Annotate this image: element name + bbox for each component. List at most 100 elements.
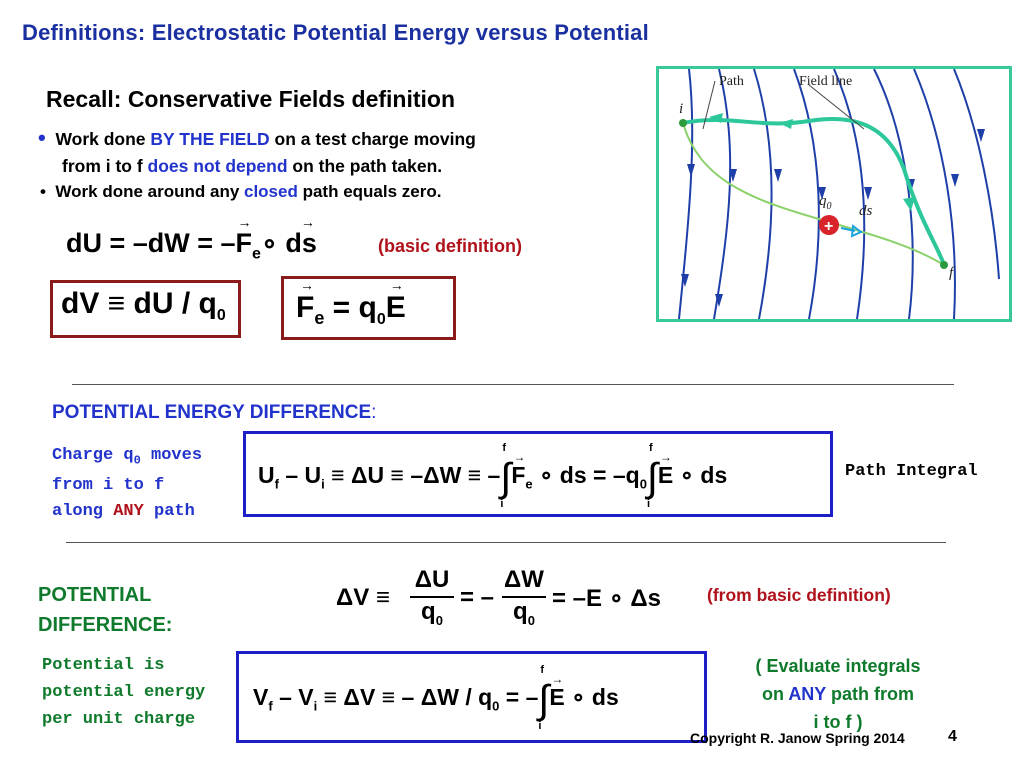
- path-label-leader: [702, 80, 716, 130]
- fraction-bar: [502, 596, 546, 598]
- charge-plus: +: [824, 218, 833, 235]
- path-label: Path: [719, 74, 744, 89]
- ped-minus: – U: [278, 462, 322, 488]
- f-label: f: [949, 265, 955, 281]
- vector-arrow-icon: →: [659, 450, 672, 464]
- recall-heading: Recall: Conservative Fields definition: [46, 86, 455, 112]
- divider: [66, 542, 946, 543]
- equation-du-dw: dU = –dW = –→Fe→ ∘ ds: [66, 214, 317, 263]
- pd-den-sub: 0: [435, 612, 443, 628]
- path-arrow-icon: [779, 119, 793, 129]
- charge-description: Charge q0 moves from i to f along ANY pa…: [52, 443, 202, 525]
- pot-E: E: [549, 684, 565, 710]
- pot-sub-i: i: [313, 698, 318, 714]
- ped-sub-f: f: [274, 476, 279, 492]
- pd-frac2: ΔW q0: [502, 566, 546, 628]
- ped-mid: ≡ ΔU ≡ –ΔW ≡ –: [324, 462, 501, 488]
- vector-arrow-icon: →: [551, 672, 564, 686]
- box2-E: E: [385, 291, 406, 324]
- evaluate-line2-post: path from: [826, 684, 914, 704]
- ped-U: U: [258, 462, 275, 488]
- fieldline-label: Field line: [799, 74, 852, 89]
- pd-dV: ΔV ≡: [336, 584, 390, 611]
- bullet1-by-the-field: BY THE FIELD: [150, 129, 270, 149]
- potential-line2: potential energy: [42, 683, 206, 702]
- q-letter: q: [819, 193, 827, 209]
- evaluate-line1: ( Evaluate integrals: [755, 656, 921, 676]
- path-integral-label: Path Integral: [845, 462, 978, 481]
- path-arrow-icon: [903, 197, 915, 211]
- potential-description: Potential is potential energy per unit c…: [42, 652, 205, 733]
- endpoint-i: [679, 119, 687, 127]
- box2-F: F: [296, 291, 315, 324]
- vector-arrow-icon: →: [237, 214, 252, 230]
- pd-num1: ΔU: [414, 566, 450, 593]
- fieldline-label-leader: [808, 84, 865, 130]
- charge-line3-pre: along: [52, 502, 114, 522]
- page-number: 4: [948, 728, 957, 745]
- pd-den2: q: [513, 598, 528, 625]
- pd-den-sub: 0: [527, 612, 535, 628]
- bullet1-does-not-depend: does not depend: [147, 156, 288, 176]
- charge-line3-post: path: [143, 502, 195, 522]
- bullet-work-done-field: • Work done BY THE FIELD on a test charg…: [38, 124, 476, 180]
- lim-top: f: [502, 442, 507, 454]
- ped-colon: :: [371, 402, 377, 423]
- ped-ds2: ∘ ds: [673, 462, 728, 488]
- bullet1-mid: on a test charge moving: [269, 129, 476, 149]
- bullet-closed-path: • Work done around any closed path equal…: [40, 182, 441, 202]
- pd-frac1: ΔU q0: [410, 566, 454, 628]
- box2-eq: = q: [324, 291, 377, 324]
- evaluate-any: ANY: [788, 684, 826, 704]
- bullet1-line2-pre: from i to f: [62, 156, 148, 176]
- eq1-rest: ∘ ds: [260, 228, 317, 258]
- pot-q-sub: 0: [492, 698, 500, 714]
- endpoint-f: [940, 261, 948, 269]
- field-lines: [678, 68, 1000, 320]
- pot-ds: ∘ ds: [564, 684, 619, 710]
- bullet1-line2-post: on the path taken.: [287, 156, 443, 176]
- box-force-definition: →Fe = q0→E: [281, 276, 456, 340]
- bullet-dot: •: [40, 182, 46, 201]
- potential-difference-heading: POTENTIAL DIFFERENCE:: [38, 580, 172, 640]
- test-charge-icon: [819, 215, 839, 235]
- divider: [72, 384, 954, 385]
- pot-V: V: [253, 684, 269, 710]
- pd-line1: POTENTIAL: [38, 584, 152, 606]
- ped-q-sub: 0: [639, 476, 647, 492]
- i-label: i: [679, 101, 683, 117]
- pd-den1: q: [421, 598, 436, 625]
- box2-sub2: 0: [376, 311, 386, 328]
- path-arrow-icon: [709, 113, 723, 123]
- pd-num2: ΔW: [504, 566, 544, 593]
- from-basic-definition-note: (from basic definition): [707, 585, 891, 605]
- basic-definition-note: (basic definition): [378, 236, 522, 256]
- charge-line1-post: moves: [140, 446, 203, 465]
- eq1-sub: e: [252, 245, 261, 263]
- evaluate-line2-pre: on: [761, 684, 789, 704]
- vector-arrow-icon: →: [300, 277, 314, 293]
- ped-F-sub: e: [525, 476, 533, 492]
- evaluate-integrals-note: ( Evaluate integrals on ANY path from i …: [730, 652, 946, 736]
- box2-sub: e: [314, 308, 325, 328]
- path-curve-light: [682, 122, 945, 266]
- ped-sub-i: i: [321, 476, 325, 492]
- bullet1-pre: Work done: [55, 129, 151, 149]
- vector-arrow-icon: →: [389, 277, 404, 293]
- potential-line1: Potential is: [42, 656, 165, 675]
- lim-bot: i: [538, 720, 542, 732]
- pd-tail: = –E ∘ Δs: [552, 585, 661, 612]
- copyright: Copyright R. Janow Spring 2014: [690, 730, 905, 746]
- bullet2-closed: closed: [244, 182, 298, 201]
- box1-sub: 0: [216, 307, 226, 324]
- ped-F: F: [511, 462, 526, 488]
- charge-line3-any: ANY: [113, 502, 144, 522]
- q0-label: q0: [819, 193, 832, 212]
- lim-top: f: [540, 664, 545, 676]
- charge-line2: from i to f: [52, 476, 165, 496]
- bullet2-pre: Work done around any: [55, 182, 244, 201]
- vector-arrow-icon: →: [513, 450, 526, 464]
